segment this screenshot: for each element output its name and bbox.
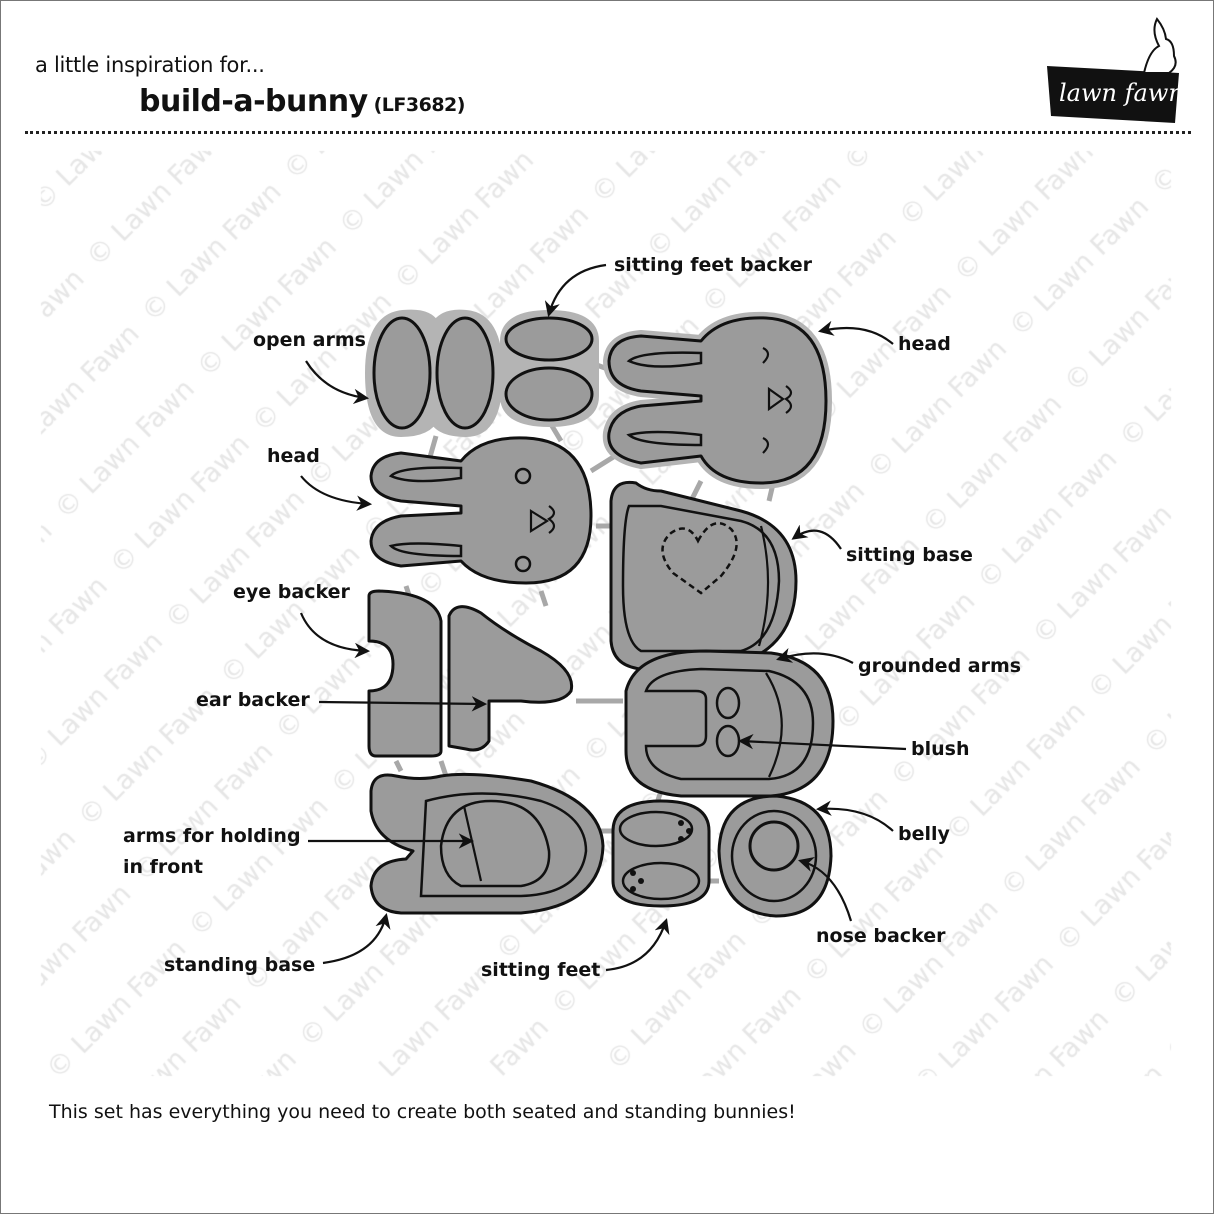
die-eye-backer [367, 589, 443, 758]
label-open-arms: open arms [253, 329, 366, 351]
label-sitting-base: sitting base [846, 544, 973, 566]
label-head-left: head [267, 445, 320, 467]
intro-text: a little inspiration for... [35, 53, 265, 77]
lawn-fawn-logo: lawn fawn [1047, 17, 1184, 123]
dotted-divider [25, 131, 1191, 134]
die-head-right [602, 311, 832, 489]
label-nose-backer: nose backer [816, 925, 946, 947]
label-sitting-feet-backer: sitting feet backer [614, 254, 813, 276]
die-nose-backer [748, 820, 800, 872]
die-grounded-arms [624, 649, 835, 798]
die-belly [717, 794, 833, 918]
callout-arrows [299, 263, 907, 972]
label-standing-base: standing base [164, 954, 316, 976]
die-blush-bottom [715, 724, 741, 758]
die-standing-base [369, 772, 605, 915]
label-sitting-feet: sitting feet [481, 959, 601, 981]
label-head-right: head [898, 333, 951, 355]
label-arms-holding-line2: in front [123, 856, 203, 878]
die-blush-top [715, 686, 741, 720]
label-arms-holding-line1: arms for holding [123, 825, 301, 847]
die-head-left [369, 436, 593, 585]
label-ear-backer: ear backer [196, 689, 310, 711]
die-open-arms [365, 309, 503, 437]
die-sitting-feet [611, 799, 711, 908]
logo-text: lawn fawn [1059, 79, 1184, 107]
die-ear-backer [447, 605, 574, 752]
label-eye-backer: eye backer [233, 581, 350, 603]
fawn-icon [1142, 17, 1177, 74]
footer-caption: This set has everything you need to crea… [49, 1101, 796, 1123]
label-arms-holding: arms for holding in front [123, 821, 301, 883]
die-sitting-base [609, 480, 798, 671]
product-name: build-a-bunny [139, 84, 368, 119]
label-belly: belly [898, 823, 950, 845]
label-blush: blush [911, 738, 970, 760]
die-sitting-feet-backer [500, 310, 599, 427]
product-title: build-a-bunny(LF3682) [139, 84, 465, 119]
label-grounded-arms: grounded arms [858, 655, 1022, 677]
product-code: (LF3682) [373, 94, 466, 116]
